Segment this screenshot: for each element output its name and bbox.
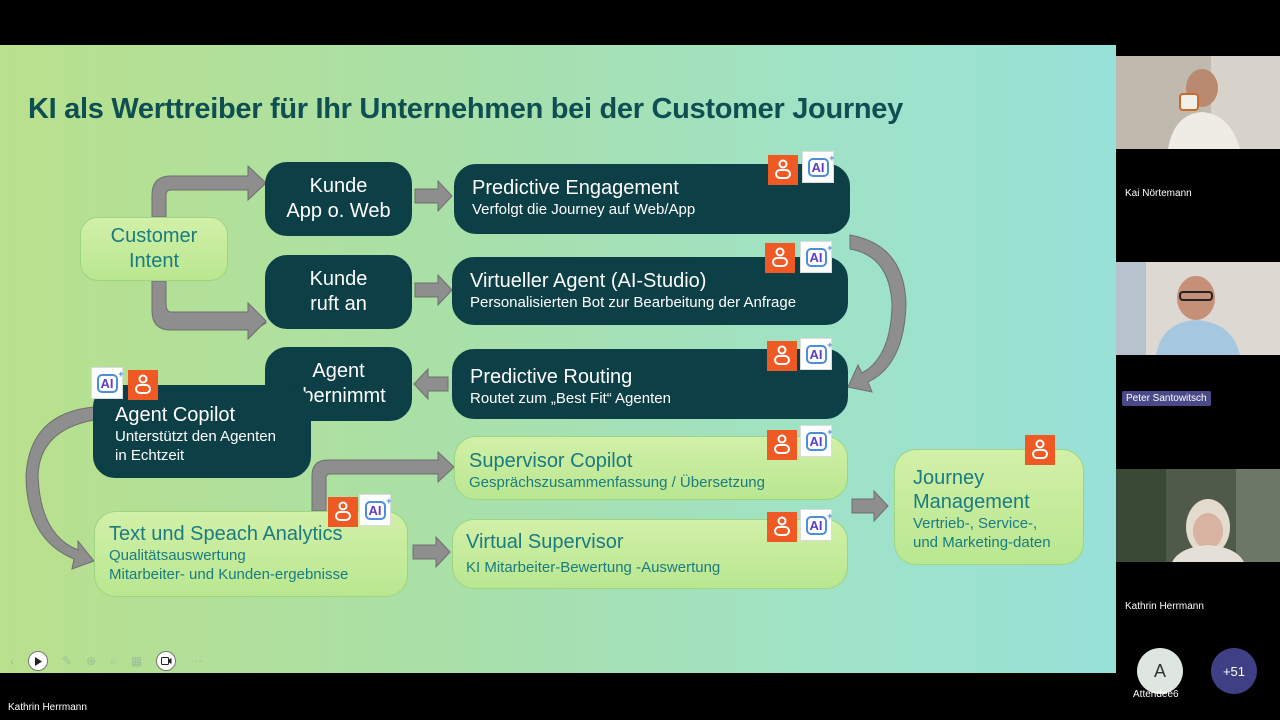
ai-badge-text: AI (805, 509, 833, 535)
kunde-web-line2: App o. Web (286, 200, 391, 222)
participant-video-2[interactable] (1116, 262, 1280, 355)
person-video-icon (1116, 56, 1280, 149)
genesys-icon (765, 243, 795, 273)
agent-copilot-box: Agent Copilot Unterstützt den Agenten in… (93, 385, 311, 478)
text-speech-sub2: Mitarbeiter- und Kunden-ergebnisse (109, 566, 349, 583)
kunde-web-box: Kunde App o. Web (265, 162, 412, 236)
predictive-engagement-sub: Verfolgt die Journey auf Web/App (472, 201, 696, 218)
more-participants-count: +51 (1222, 663, 1246, 679)
genesys-icon (768, 155, 798, 185)
customer-intent-line2: Intent (128, 250, 180, 272)
ai-badge-text: AI (805, 241, 833, 267)
slide-title: KI als Werttreiber für Ihr Unternehmen b… (28, 93, 903, 125)
text-speech-title: Text und Speach Analytics (109, 523, 343, 545)
predictive-routing-title: Predictive Routing (470, 366, 633, 388)
attendee-avatar[interactable]: A (1137, 648, 1183, 694)
video-button[interactable] (156, 651, 177, 671)
pointer-icon[interactable]: ⊕ (86, 654, 97, 668)
chevron-left-icon[interactable]: ‹ (10, 654, 14, 668)
supervisor-copilot-title: Supervisor Copilot (469, 450, 633, 472)
slide-toolbar: ‹ ✎ ⊕ ⌕ ▦ ⋯ (10, 649, 202, 673)
pen-icon[interactable]: ✎ (62, 654, 73, 668)
participant-name-2: Peter Santowitsch (1122, 391, 1211, 406)
search-icon[interactable]: ⌕ (110, 653, 117, 668)
arrow-text-to-virtual (412, 535, 451, 569)
genesys-icon (328, 497, 358, 527)
genesys-icon (767, 341, 797, 371)
arrow-text-to-supervisor (311, 450, 455, 512)
ai-badge-text: AI (807, 151, 835, 177)
genesys-icon (767, 512, 797, 542)
ai-badge-text: AI (364, 494, 392, 520)
ai-badge-text: AI (805, 338, 833, 364)
text-speech-sub1: Qualitätsauswertung (109, 547, 246, 564)
virtual-agent-sub: Personalisierten Bot zur Bearbeitung der… (470, 294, 797, 311)
virtual-supervisor-title: Virtual Supervisor (466, 531, 624, 553)
ai-studio-icon: AI (91, 367, 124, 399)
attendee-initial: A (1153, 660, 1166, 681)
presenter-name: Kathrin Herrmann (8, 702, 87, 713)
ai-studio-icon: AI (800, 338, 833, 370)
ai-studio-icon: AI (800, 425, 833, 457)
participant-name-3: Kathrin Herrmann (1125, 601, 1204, 612)
journey-sub2: und Marketing-daten (913, 534, 1051, 551)
kunde-call-box: Kunde ruft an (265, 255, 412, 329)
agent-takes-line1: Agent (312, 360, 365, 382)
participant-video-3[interactable] (1116, 469, 1280, 562)
flow-arrows (25, 164, 907, 570)
attendee-name: Attendee6 (1133, 689, 1179, 700)
genesys-icon (128, 370, 158, 400)
customer-intent-box: Customer Intent (80, 217, 228, 281)
journey-title1: Journey (913, 467, 985, 489)
ai-studio-icon: AI (800, 241, 833, 273)
arrow-intent-to-web (151, 164, 267, 218)
grid-icon[interactable]: ▦ (130, 654, 143, 668)
presentation-slide: KI als Werttreiber für Ihr Unternehmen b… (0, 45, 1116, 673)
predictive-engagement-title: Predictive Engagement (472, 177, 679, 199)
virtual-supervisor-sub: KI Mitarbeiter-Bewertung -Auswertung (466, 559, 721, 576)
agent-copilot-sub1: Unterstützt den Agenten (115, 428, 276, 445)
agent-takes-line2: übernimmt (291, 385, 386, 407)
ai-studio-icon: AI (800, 509, 833, 541)
play-button[interactable] (28, 651, 48, 671)
ai-studio-icon: AI (359, 494, 392, 526)
kunde-call-line1: Kunde (309, 268, 368, 290)
genesys-icon (767, 430, 797, 460)
arrow-web-to-engagement (414, 179, 453, 213)
journey-management-box: Journey Management Vertrieb-, Service-, … (894, 449, 1084, 565)
more-icon[interactable]: ⋯ (190, 654, 203, 668)
person-video-icon (1116, 469, 1280, 562)
supervisor-copilot-sub: Gesprächszusammenfassung / Übersetzung (469, 474, 765, 491)
predictive-routing-sub: Routet zum „Best Fit“ Agenten (470, 390, 671, 407)
person-video-icon (1116, 262, 1280, 355)
customer-intent-line1: Customer (110, 225, 198, 247)
arrow-routing-to-agent (413, 367, 449, 401)
kunde-call-line2: ruft an (310, 293, 367, 315)
ai-badge-text: AI (96, 367, 124, 393)
participant-name-1: Kai Nörtemann (1125, 188, 1192, 199)
agent-copilot-title: Agent Copilot (115, 404, 236, 426)
agent-copilot-sub2: in Echtzeit (115, 447, 185, 464)
arrow-copilot-to-text (25, 406, 95, 570)
virtual-agent-title: Virtueller Agent (AI-Studio) (470, 270, 707, 292)
journey-title2: Management (913, 491, 1030, 513)
kunde-web-line1: Kunde (309, 175, 368, 197)
arrow-to-journey (851, 489, 889, 523)
more-participants-button[interactable]: +51 (1211, 648, 1257, 694)
participant-video-1[interactable] (1116, 56, 1280, 149)
ai-studio-icon: AI (802, 151, 835, 183)
genesys-icon (1025, 435, 1055, 465)
ai-badge-text: AI (805, 425, 833, 451)
arrow-engagement-to-routing (847, 234, 907, 393)
arrow-call-to-agent (414, 273, 453, 307)
journey-sub1: Vertrieb-, Service-, (913, 515, 1038, 532)
